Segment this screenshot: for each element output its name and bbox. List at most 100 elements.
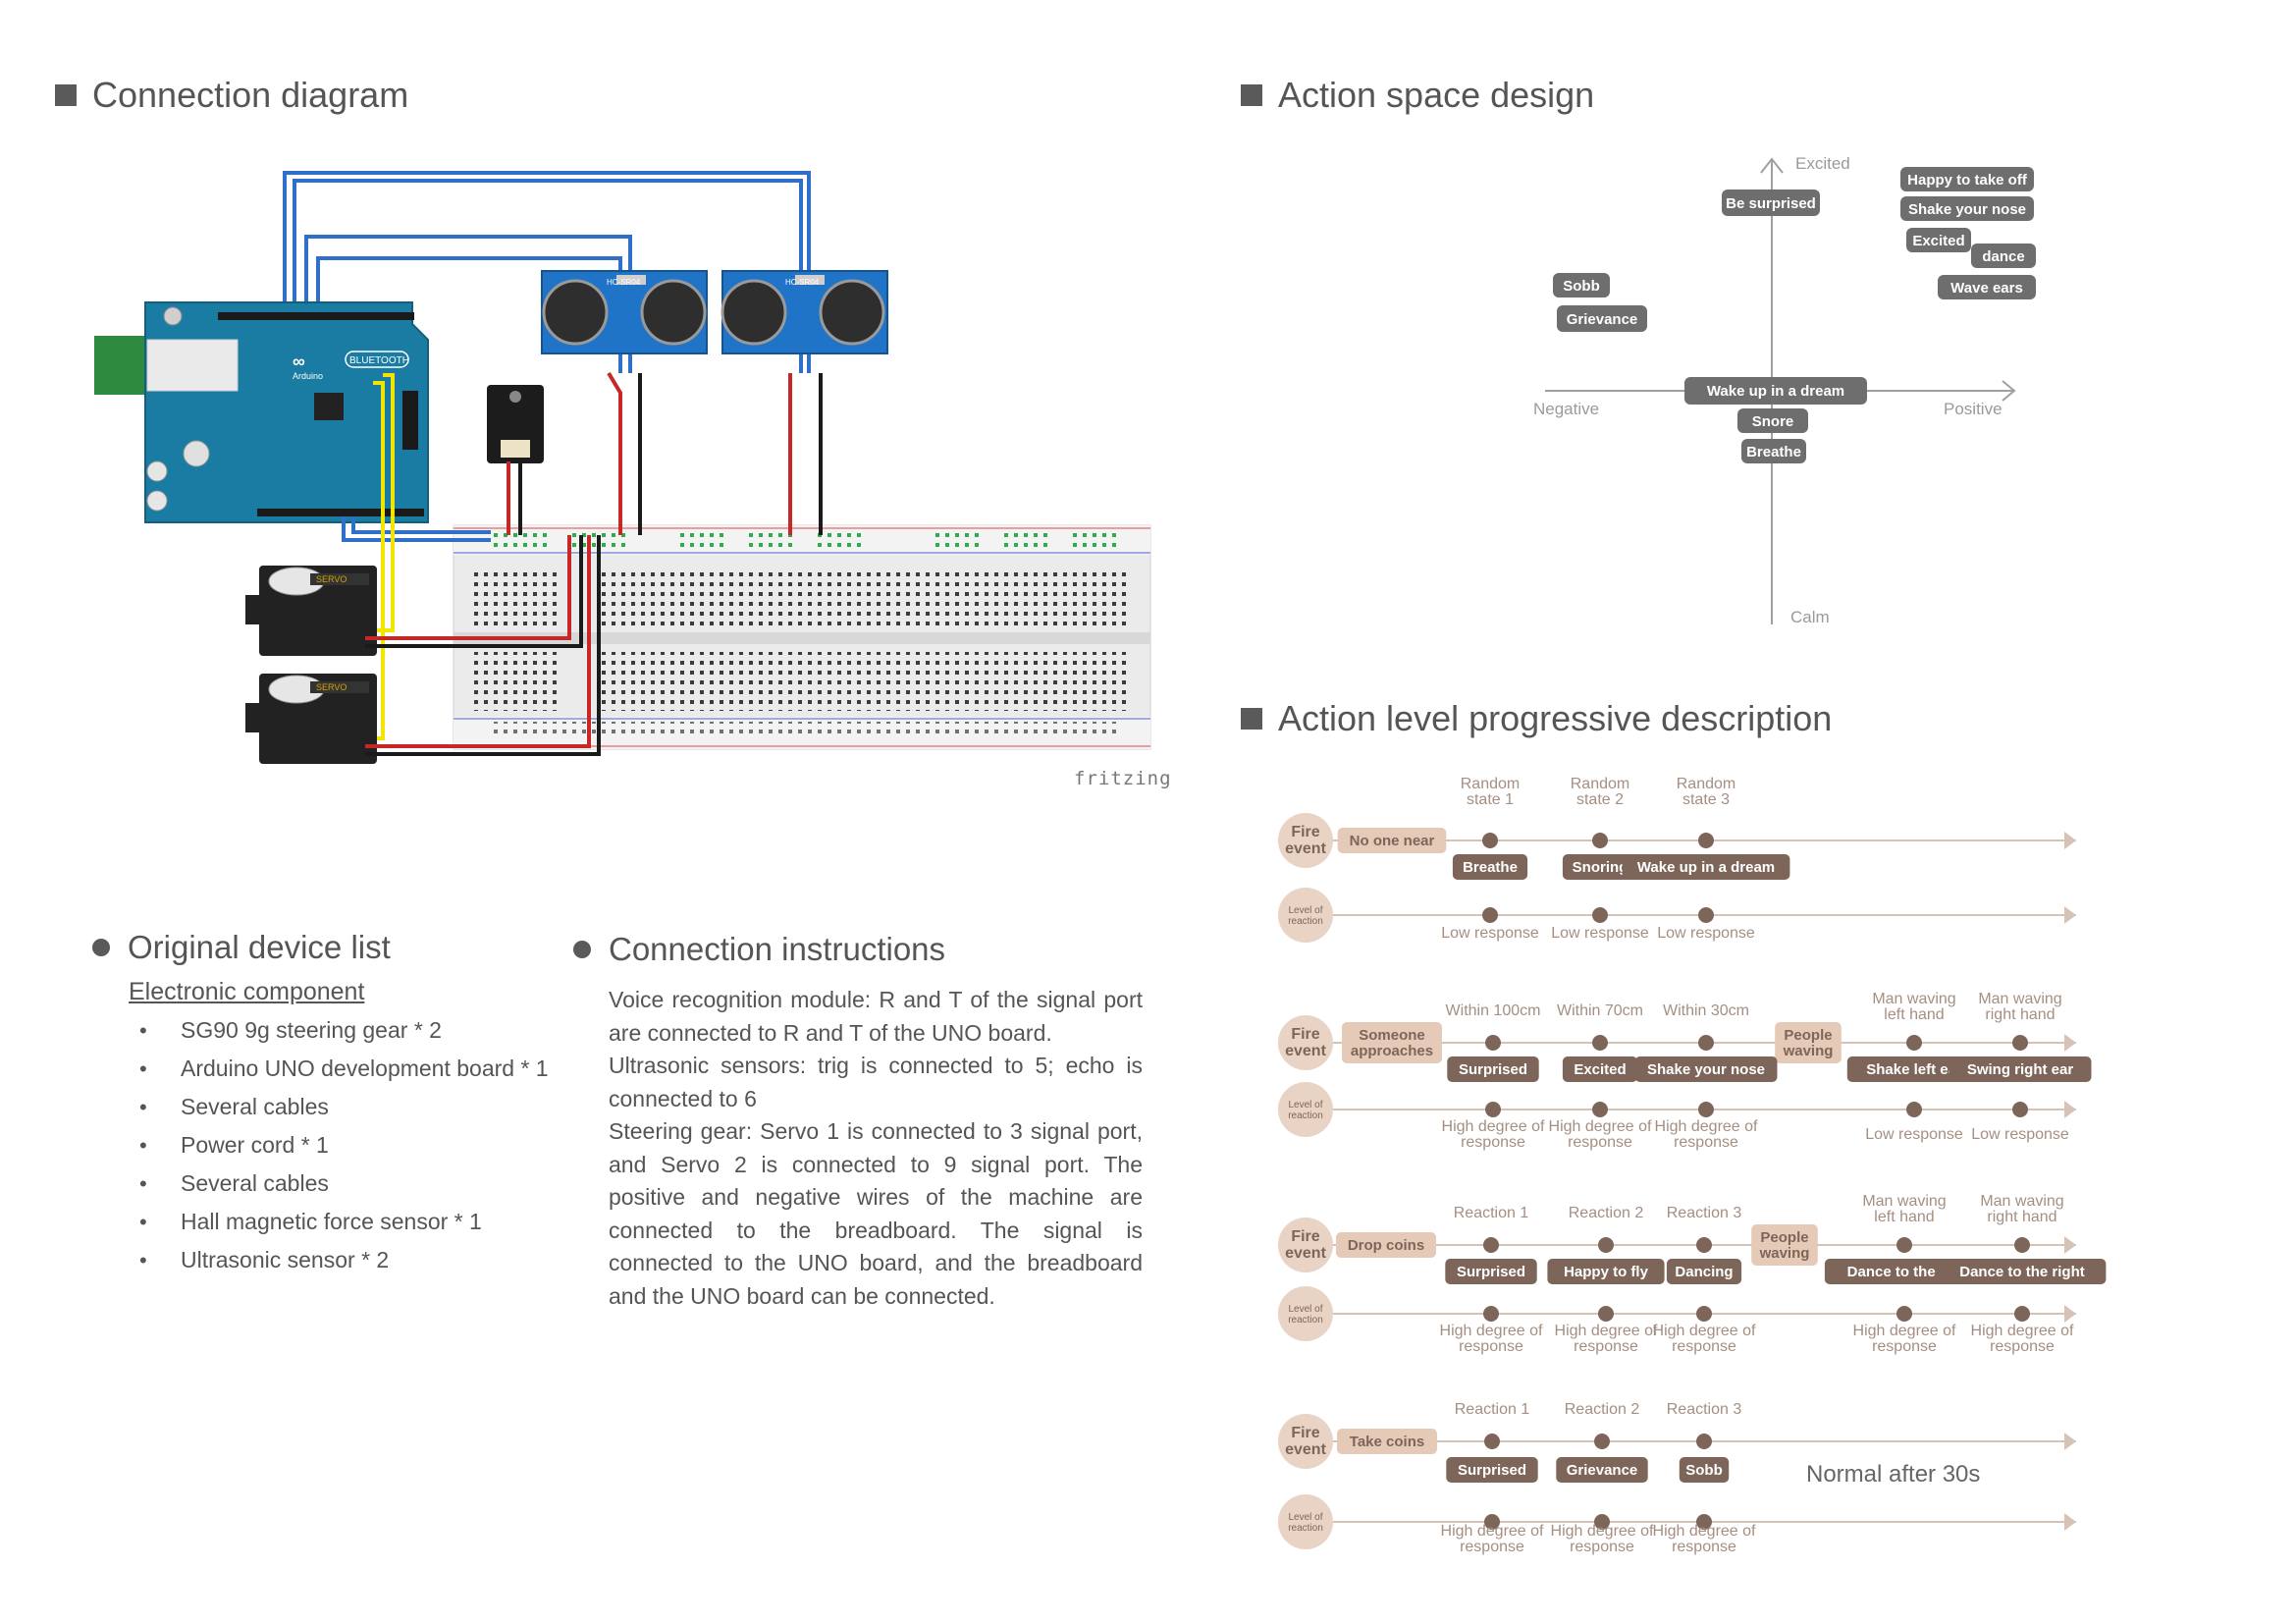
mid-trigger-tag bbox=[1775, 1022, 1842, 1063]
action-space-title-text: Action space design bbox=[1278, 75, 1595, 115]
event-point bbox=[2014, 1237, 2030, 1253]
connection-instructions-body: Voice recognition module: R and T of the… bbox=[609, 984, 1143, 1313]
round-bullet-icon bbox=[573, 941, 591, 958]
action-tag bbox=[1622, 854, 1790, 880]
event-timeline-axis-arrow bbox=[2064, 832, 2076, 849]
level-of-reaction-circle bbox=[1278, 1082, 1333, 1137]
response-label: Low response bbox=[1551, 925, 1649, 942]
action-tag-text: Snoring bbox=[1573, 859, 1629, 876]
fire-event-circle bbox=[1278, 1015, 1333, 1070]
reaction-point bbox=[1484, 1514, 1500, 1530]
event-point bbox=[1484, 1434, 1500, 1449]
action-tag-text: Surprised bbox=[1459, 1061, 1527, 1078]
action-tag-text: Shake left ear bbox=[1866, 1061, 1962, 1078]
uno-breadboard-wires bbox=[342, 516, 491, 542]
sensor-label: HC-SR04 bbox=[785, 278, 820, 287]
bluetooth-label: BLUETOOTH bbox=[349, 355, 409, 366]
level-of-reaction-circle bbox=[1278, 888, 1333, 943]
circuit-diagram: ∞ Arduino BLUETOOTH HC-SR04 HC-SR04 bbox=[94, 171, 1151, 764]
event-condition-label: Reaction 3 bbox=[1667, 1205, 1742, 1221]
level-of-reaction-circle bbox=[1278, 1494, 1333, 1549]
action-tag: Wave ears bbox=[1950, 280, 2023, 297]
event-condition-label: Within 30cm bbox=[1663, 1002, 1749, 1019]
reaction-point bbox=[1696, 1306, 1712, 1322]
event-point bbox=[1906, 1035, 1922, 1051]
event-condition-label: Within 70cm bbox=[1557, 1002, 1643, 1019]
power-wires bbox=[507, 371, 823, 535]
event-point bbox=[1483, 1237, 1499, 1253]
action-tag-text: Surprised bbox=[1458, 1462, 1526, 1479]
trigger-tag-text: Drop coins bbox=[1348, 1237, 1424, 1254]
reaction-point bbox=[1698, 907, 1714, 923]
action-tag-text: Sobb bbox=[1685, 1462, 1723, 1479]
trigger-tag bbox=[1337, 828, 1447, 853]
response-label: Low response bbox=[1441, 925, 1539, 942]
sensor-label: HC-SR04 bbox=[607, 278, 641, 287]
action-tag: Sobb bbox=[1563, 278, 1600, 295]
reaction-point bbox=[1598, 1306, 1614, 1322]
connection-diagram-title-text: Connection diagram bbox=[92, 75, 409, 115]
event-point bbox=[1896, 1237, 1912, 1253]
ultrasonic-sensor-2: HC-SR04 bbox=[721, 270, 888, 354]
axis-label-positive: Positive bbox=[1944, 400, 2002, 418]
trigger-tag bbox=[1337, 1429, 1437, 1454]
action-tag bbox=[1446, 1457, 1538, 1483]
action-tag: Grievance bbox=[1567, 311, 1638, 328]
action-tag bbox=[1556, 1457, 1648, 1483]
servo-power-wires bbox=[365, 535, 601, 756]
action-tag-text: Surprised bbox=[1457, 1264, 1525, 1280]
round-bullet-icon bbox=[92, 939, 110, 956]
event-point bbox=[1598, 1237, 1614, 1253]
trigger-tag bbox=[1336, 1232, 1436, 1258]
action-tag: dance bbox=[1982, 248, 2024, 265]
response-label: Low response bbox=[1865, 1126, 1963, 1143]
fritzing-label: fritzing bbox=[1074, 768, 1172, 789]
event-point bbox=[1698, 833, 1714, 848]
event-point bbox=[1592, 1035, 1608, 1051]
reaction-point bbox=[1594, 1514, 1610, 1530]
action-tag bbox=[1634, 1056, 1778, 1082]
list-item: Arduino UNO development board * 1 bbox=[139, 1050, 549, 1088]
trigger-tag-text: No one near bbox=[1350, 833, 1435, 849]
response-label: Low response bbox=[1657, 925, 1755, 942]
event-point bbox=[1698, 1035, 1714, 1051]
axis-label-excited: Excited bbox=[1795, 154, 1850, 173]
arduino-label: Arduino bbox=[293, 371, 323, 381]
action-tag-text: Breathe bbox=[1463, 859, 1518, 876]
connection-instructions-title: Connection instructions bbox=[573, 931, 945, 968]
action-tag-text: Excited bbox=[1574, 1061, 1626, 1078]
action-tag-text: Grievance bbox=[1567, 1462, 1638, 1479]
list-item: Several cables bbox=[139, 1164, 549, 1203]
action-space-quadrant: Excited Calm Negative Positive Be surpri… bbox=[1533, 154, 2036, 626]
action-tag bbox=[1846, 1056, 1982, 1082]
event-point bbox=[1594, 1434, 1610, 1449]
ultrasonic-sensor-1: HC-SR04 bbox=[541, 270, 708, 354]
servo-2: SERVO bbox=[245, 674, 377, 764]
event-condition-label: Within 100cm bbox=[1446, 1002, 1541, 1019]
action-level-title-text: Action level progressive description bbox=[1278, 698, 1833, 738]
reaction-point bbox=[2014, 1306, 2030, 1322]
fire-event-circle bbox=[1278, 1218, 1333, 1272]
action-tag bbox=[1938, 1259, 2107, 1284]
event-point bbox=[1696, 1237, 1712, 1253]
action-tag-text: Wake up in a dream bbox=[1637, 859, 1775, 876]
